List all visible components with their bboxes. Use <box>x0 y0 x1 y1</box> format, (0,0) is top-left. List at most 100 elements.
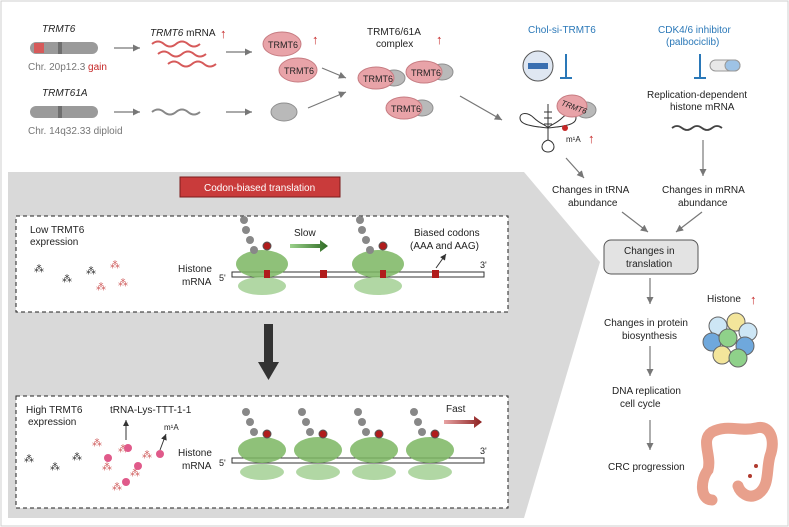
trmt6-mrna-wave <box>167 60 217 68</box>
complex-title: TRMT6/61A <box>367 27 421 38</box>
svg-text:⁂: ⁂ <box>62 274 72 285</box>
ribosome-icon <box>236 216 288 295</box>
big-down-arrow-icon <box>258 324 279 380</box>
svg-text:⁂: ⁂ <box>86 266 96 277</box>
protein-change-label-2: biosynthesis <box>622 331 677 342</box>
svg-text:TRMT6: TRMT6 <box>363 74 393 84</box>
ribosome-icon <box>294 408 342 480</box>
fast-label: Fast <box>446 404 466 415</box>
trmt61a-chromosome <box>30 106 98 118</box>
svg-text:⁂: ⁂ <box>118 444 128 455</box>
trmt6-protein: TRMT6 <box>278 57 318 83</box>
trna-change-label-1: Changes in tRNA <box>552 185 630 196</box>
m1a-dot <box>104 444 164 486</box>
svg-text:⁂: ⁂ <box>72 452 82 463</box>
trmt61a-gene-label: TRMT61A <box>42 88 88 99</box>
trmt6-61a-complex: TRMT6 <box>385 96 434 120</box>
trmt61a-protein <box>270 102 298 122</box>
low-label-2: expression <box>30 237 78 248</box>
arrow <box>459 95 503 121</box>
panel-title-box <box>179 176 341 198</box>
chol-si-label: Chol-si-TRMT6 <box>528 25 596 36</box>
trna-change-label-2: abundance <box>568 198 618 209</box>
fast-arrow-icon <box>444 416 482 428</box>
arrow <box>621 211 649 233</box>
histone-label: Histone <box>178 264 212 275</box>
svg-text:TRMT6: TRMT6 <box>284 66 314 76</box>
trmt6-mrna-wave <box>157 50 207 58</box>
three-prime-label: 3' <box>480 446 487 456</box>
trmt6-on-trna: TRMT6 <box>556 94 597 119</box>
arrow <box>321 67 347 79</box>
mrna-label: mRNA <box>182 461 212 472</box>
trmt61a-mrna-wave <box>151 108 201 116</box>
inhibition-icon <box>694 54 706 79</box>
svg-text:⁂: ⁂ <box>112 482 122 493</box>
arrow <box>565 157 585 179</box>
histone-octamer-icon <box>702 312 758 368</box>
colon-icon <box>697 421 778 506</box>
trmt61a-locus-label: Chr. 14q32.33 diploid <box>28 126 123 137</box>
ribosome-icon <box>406 408 454 480</box>
slow-arrow-icon <box>290 240 328 252</box>
svg-text:⁂: ⁂ <box>110 260 120 271</box>
histone-mrna-label-1: Replication-dependent <box>647 90 747 101</box>
translation-label-1: Changes in <box>624 246 675 257</box>
trna-pool-icon: ⁂ ⁂ ⁂ ⁂ ⁂ ⁂ ⁂ ⁂ ⁂ <box>24 438 152 493</box>
trmt6-mrna-wave <box>151 40 201 48</box>
m1a-label: m¹A <box>164 423 179 432</box>
histone-mrna-wave <box>671 125 723 131</box>
panel-title: Codon-biased translation <box>204 183 315 194</box>
biased-codon <box>320 270 327 278</box>
trmt6-61a-complex: TRMT6 <box>405 60 454 84</box>
high-label-1: High TRMT6 <box>26 405 83 416</box>
complex-subtitle: complex <box>376 39 413 50</box>
biased-codons-label-2: (AAA and AAG) <box>410 241 479 252</box>
svg-text:⁂: ⁂ <box>96 282 106 293</box>
trna-pool-icon: ⁂ ⁂ ⁂ ⁂ ⁂ ⁂ <box>34 260 128 293</box>
histone-mrna-label-2: histone mRNA <box>670 102 735 113</box>
svg-text:⁂: ⁂ <box>118 278 128 289</box>
mrna-change-label-2: abundance <box>678 198 728 209</box>
high-label-2: expression <box>28 417 76 428</box>
svg-text:TRMT6: TRMT6 <box>411 68 441 78</box>
arrow <box>307 91 347 109</box>
arrow <box>675 211 703 233</box>
dna-label-2: cell cycle <box>620 399 661 410</box>
up-arrow-icon: ↑ <box>220 26 227 41</box>
svg-text:TRMT6: TRMT6 <box>268 40 298 50</box>
svg-text:⁂: ⁂ <box>50 462 60 473</box>
five-prime-label: 5' <box>219 273 226 283</box>
ribosome-icon <box>350 408 398 480</box>
crc-label: CRC progression <box>608 462 685 473</box>
cdk-drug-label: (palbociclib) <box>666 37 719 48</box>
svg-text:⁂: ⁂ <box>92 438 102 449</box>
slow-label: Slow <box>294 228 316 239</box>
histone-label: Histone <box>178 448 212 459</box>
up-arrow-icon: ↑ <box>436 32 443 47</box>
ribosome-icon <box>238 408 286 480</box>
biased-codons-label-1: Biased codons <box>414 228 480 239</box>
protein-change-label-1: Changes in protein <box>604 318 688 329</box>
svg-text:⁂: ⁂ <box>24 454 34 465</box>
histone-label: Histone <box>707 294 741 305</box>
tumor-dot <box>748 474 752 478</box>
translation-box <box>603 239 699 275</box>
mrna-label: mRNA <box>182 277 212 288</box>
trmt6-gene-label: TRMT6 <box>42 24 76 35</box>
low-label-1: Low TRMT6 <box>30 225 85 236</box>
svg-text:TRMT6: TRMT6 <box>391 104 421 114</box>
up-arrow-icon: ↑ <box>312 32 319 47</box>
mrna-change-label-1: Changes in mRNA <box>662 185 745 196</box>
svg-text:⁂: ⁂ <box>142 450 152 461</box>
m1a-label: m¹A <box>566 135 581 144</box>
up-arrow-icon: ↑ <box>588 131 595 146</box>
svg-text:⁂: ⁂ <box>34 264 44 275</box>
cdk-inhibitor-label: CDK4/6 inhibitor <box>658 25 731 36</box>
svg-text:⁂: ⁂ <box>130 468 140 479</box>
sirna-particle-icon <box>522 50 554 82</box>
dna-label-1: DNA replication <box>612 386 681 397</box>
